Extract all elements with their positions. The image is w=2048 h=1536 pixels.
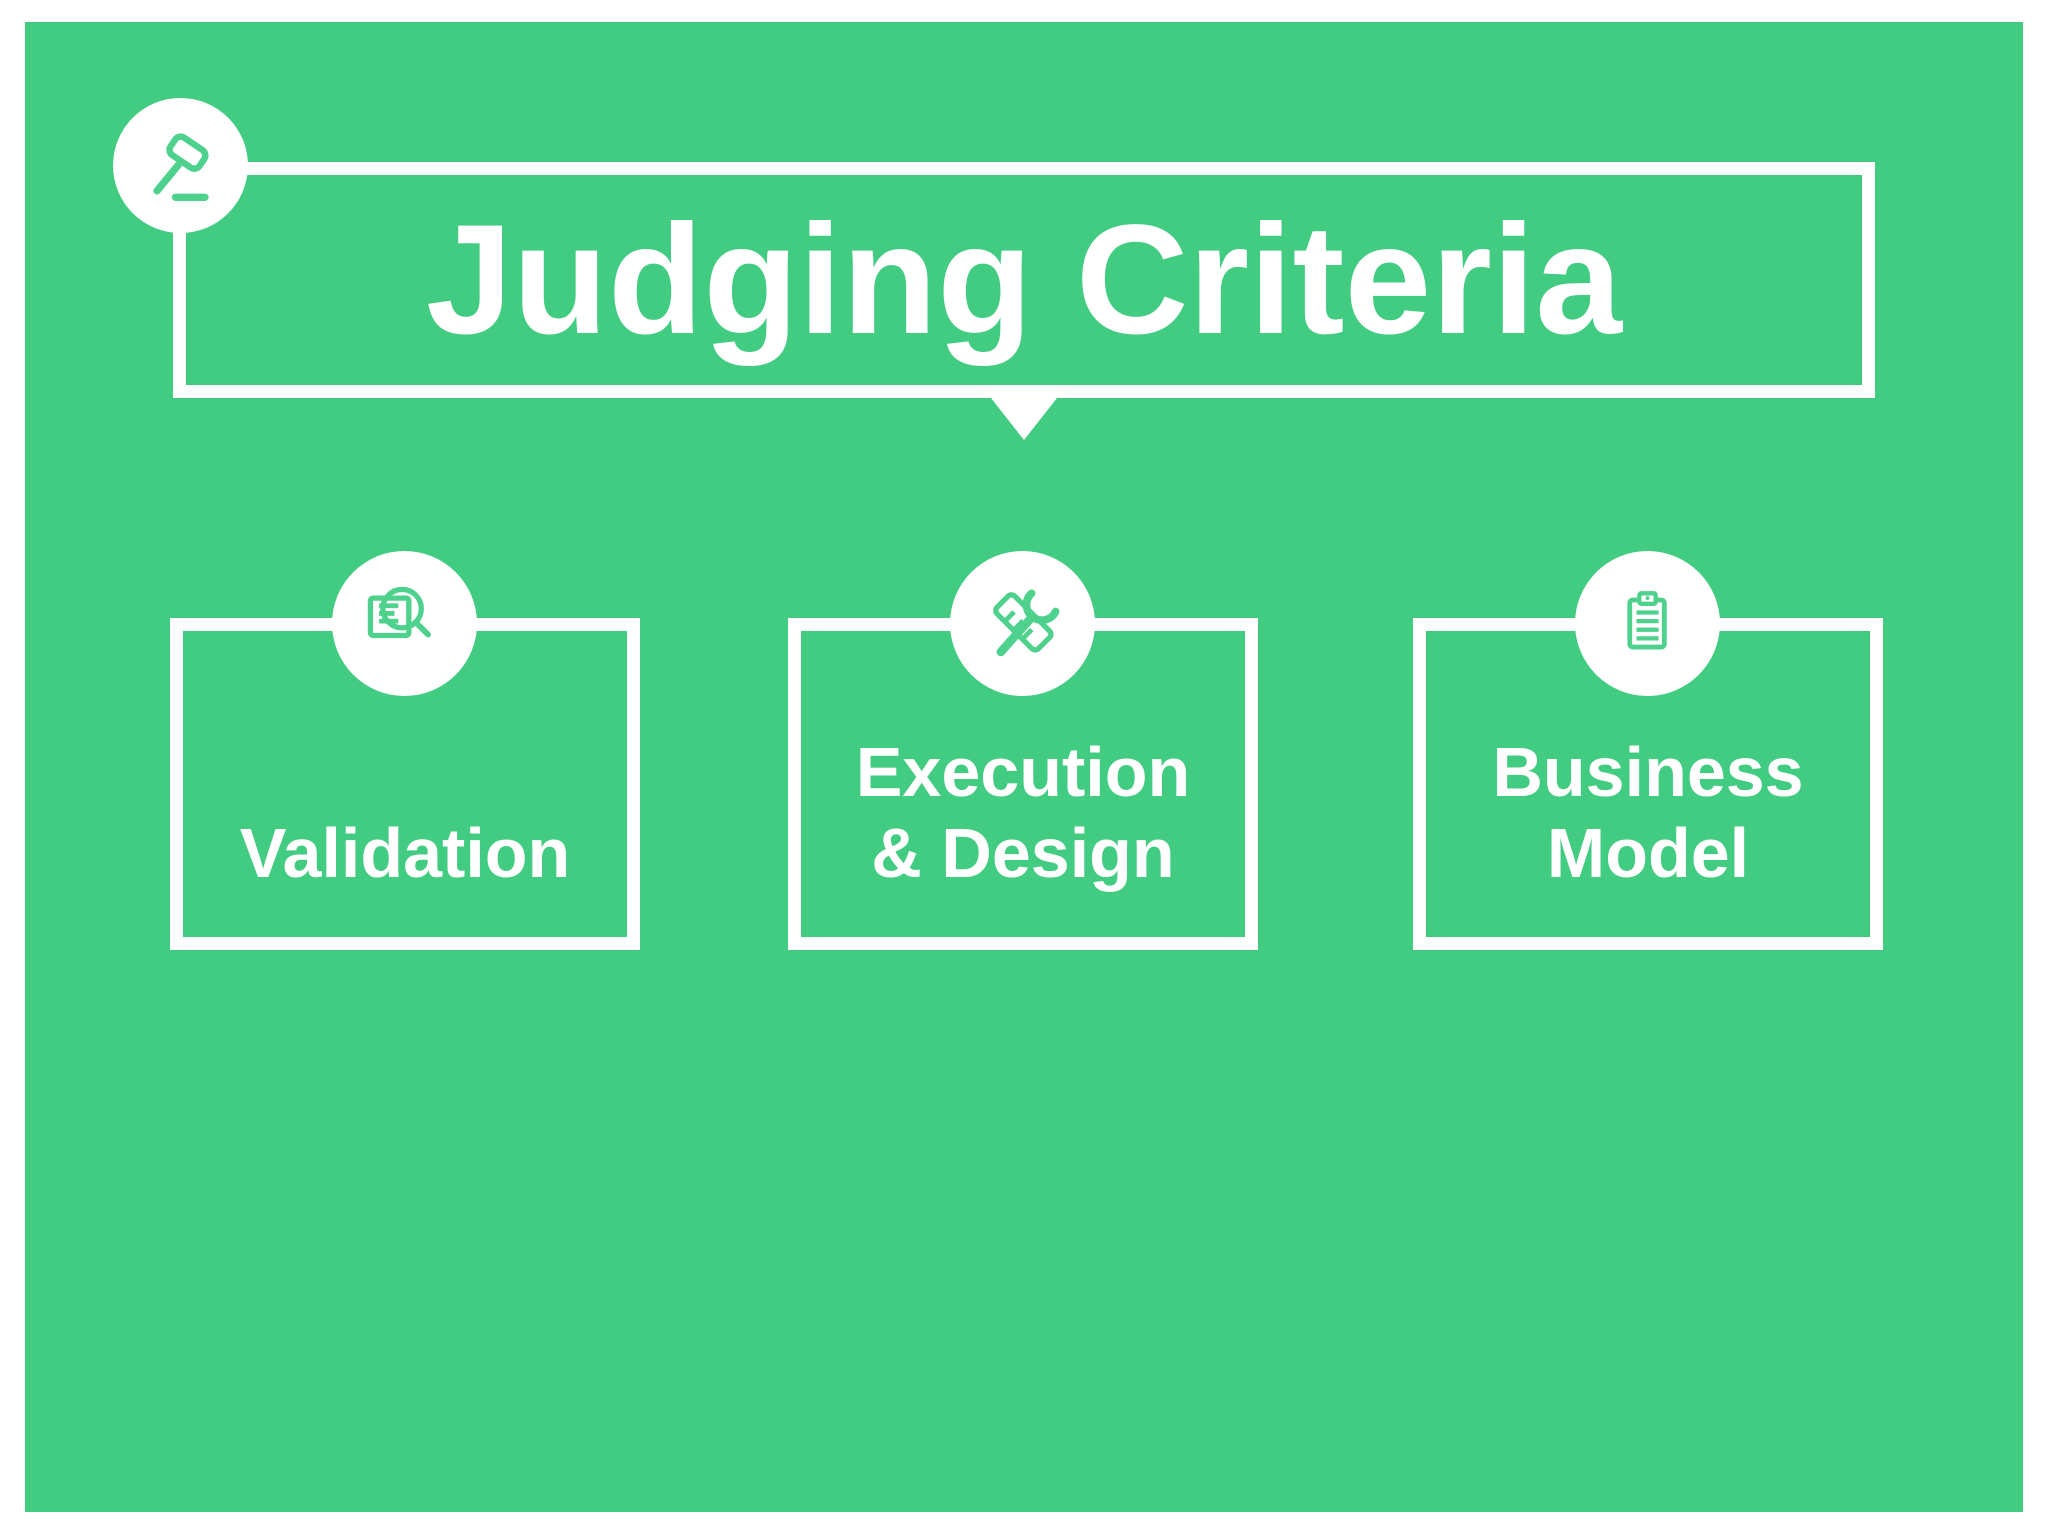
- title-icon-badge: [113, 98, 248, 233]
- banner-tail-pointer: [991, 398, 1057, 440]
- page-title: Judging Criteria: [425, 193, 1623, 367]
- criterion-icon-badge: [1575, 551, 1720, 696]
- criterion-label: Execution & Design: [855, 733, 1191, 892]
- slide-background: Judging Criteria Validation Execution & …: [25, 22, 2023, 1512]
- criterion-icon-badge: [332, 551, 477, 696]
- criterion-box-execution-design: Execution & Design: [788, 618, 1258, 950]
- criterion-box-validation: Validation: [170, 618, 640, 950]
- criterion-label: Business Model: [1492, 733, 1804, 892]
- criterion-icon-badge: [950, 551, 1095, 696]
- clipboard-icon: [1626, 590, 1667, 649]
- document-search-icon: [367, 586, 431, 638]
- tools-icon: [992, 588, 1059, 656]
- criterion-label: Validation: [239, 813, 571, 892]
- gavel-icon: [152, 132, 209, 201]
- title-banner: Judging Criteria: [173, 162, 1875, 398]
